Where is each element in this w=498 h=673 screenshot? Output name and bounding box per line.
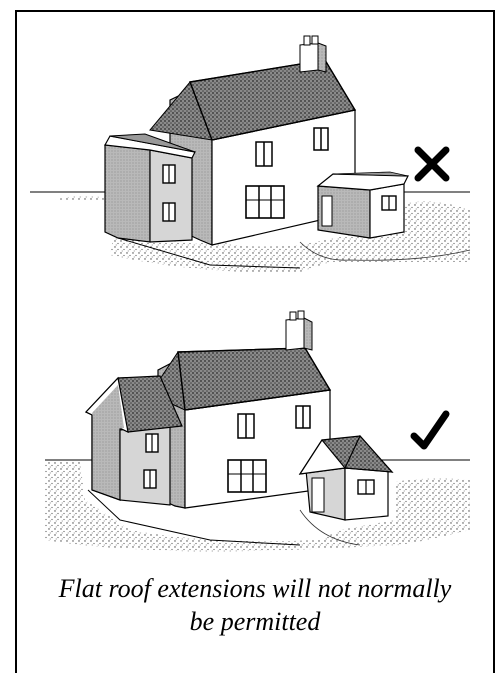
bottom-side-extension-pitched	[86, 376, 182, 505]
caption-line-1: Flat roof extensions will not normally	[20, 572, 490, 605]
bottom-scene-pitched-roof	[45, 311, 470, 552]
caption: Flat roof extensions will not normally b…	[20, 572, 490, 638]
top-side-extension-flat	[105, 134, 195, 242]
top-scene-flat-roof	[30, 36, 470, 272]
caption-line-2: be permitted	[20, 605, 490, 638]
tick-mark-icon	[414, 414, 446, 446]
bottom-main-house	[150, 311, 330, 508]
top-garage-flat	[318, 172, 408, 238]
cross-mark-icon	[418, 150, 446, 178]
